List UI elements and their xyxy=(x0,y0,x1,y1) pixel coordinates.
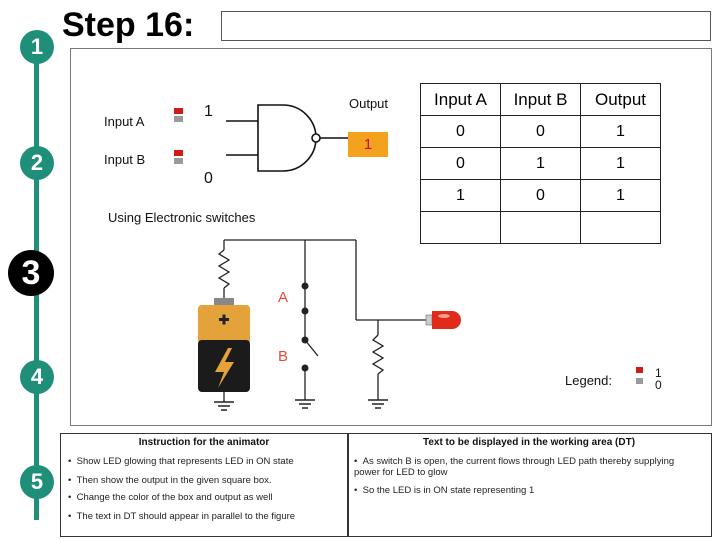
circuit-wires xyxy=(217,239,428,402)
ground-icons xyxy=(214,399,388,411)
step-1-number: 1 xyxy=(30,34,44,59)
truth-table-cell: 1 xyxy=(580,179,661,212)
instructions-table xyxy=(60,433,712,537)
step-2-number: 2 xyxy=(30,150,44,175)
led-icon xyxy=(425,311,461,329)
dt-text-item: • So the LED is in ON state representing… xyxy=(354,485,535,496)
truth-table-cell-empty[interactable] xyxy=(420,211,501,244)
truth-table-header: Output xyxy=(580,83,661,116)
step-4-marker[interactable]: 4 xyxy=(20,360,54,394)
truth-table-row: 0 1 1 xyxy=(420,147,661,180)
instructions-divider xyxy=(347,433,349,537)
truth-table-cell: 1 xyxy=(500,147,581,180)
legend-label: Legend: xyxy=(565,373,612,388)
dt-text-item: • As switch B is open, the current flows… xyxy=(354,456,675,478)
animator-instruction-item: • The text in DT should appear in parall… xyxy=(68,511,296,522)
output-label: Output xyxy=(349,96,389,111)
step-2-marker[interactable]: 2 xyxy=(20,146,54,180)
input-b-switch-icon[interactable] xyxy=(174,150,183,165)
input-b-value: 0 xyxy=(204,170,213,187)
truth-table-cell-empty[interactable] xyxy=(580,211,661,244)
truth-table-row: 0 0 1 xyxy=(420,115,661,148)
step-3-marker-active[interactable]: 3 xyxy=(8,250,54,296)
title-input-box[interactable] xyxy=(221,11,711,41)
legend-off-value: 0 xyxy=(655,378,662,392)
animator-instruction-text: Change the color of the box and output a… xyxy=(76,492,273,503)
animator-instruction-item: • Change the color of the box and output… xyxy=(68,492,273,503)
truth-table-cell: 1 xyxy=(580,115,661,148)
top-resistor-icon xyxy=(217,249,231,289)
dt-text: As switch B is open, the current flows t… xyxy=(354,456,675,478)
switch-contacts xyxy=(301,282,309,372)
legend-switch-icon xyxy=(636,367,643,384)
truth-table-cell-empty[interactable] xyxy=(500,211,581,244)
truth-table: Input A Input B Output 0 0 1 0 1 1 1 0 1 xyxy=(420,83,661,244)
step-5-number: 5 xyxy=(30,469,44,494)
truth-table-cell: 0 xyxy=(420,147,501,180)
truth-table-cell: 1 xyxy=(580,147,661,180)
animator-instruction-text: The text in DT should appear in parallel… xyxy=(76,511,296,522)
legend-on-value: 1 xyxy=(655,366,662,380)
switch-b-label: B xyxy=(278,348,289,365)
animator-instructions-header: Instruction for the animator xyxy=(138,437,270,448)
step-3-number: 3 xyxy=(21,253,41,292)
animator-instruction-text: Then show the output in the given square… xyxy=(76,475,272,486)
animator-instruction-text: Show LED glowing that represents LED in … xyxy=(76,456,294,467)
animator-instruction-item: • Show LED glowing that represents LED i… xyxy=(68,456,294,467)
step-5-marker[interactable]: 5 xyxy=(20,465,54,499)
input-a-value: 1 xyxy=(204,103,213,120)
bottom-resistor-icon xyxy=(371,334,385,375)
battery-icon xyxy=(198,298,250,392)
dt-text-header: Text to be displayed in the working area… xyxy=(422,437,636,448)
truth-table-header: Input B xyxy=(500,83,581,116)
page-title: Step 16: xyxy=(62,6,195,44)
step-4-number: 4 xyxy=(30,364,44,389)
switch-a-label: A xyxy=(278,289,289,306)
truth-table-row: 1 0 1 xyxy=(420,179,661,212)
output-value: 1 xyxy=(363,136,373,153)
truth-table-header-row: Input A Input B Output xyxy=(420,83,661,116)
truth-table-row-empty xyxy=(420,211,661,244)
truth-table-cell: 1 xyxy=(420,179,501,212)
animator-instruction-item: • Then show the output in the given squa… xyxy=(68,475,272,486)
truth-table-cell: 0 xyxy=(420,115,501,148)
circuit-caption: Using Electronic switches xyxy=(108,210,256,225)
truth-table-header: Input A xyxy=(420,83,501,116)
input-b-label: Input B xyxy=(104,152,146,167)
truth-table-cell: 0 xyxy=(500,179,581,212)
input-a-switch-icon[interactable] xyxy=(174,108,183,123)
output-box: 1 xyxy=(348,132,388,157)
dt-text: So the LED is in ON state representing 1 xyxy=(362,485,535,496)
step-1-marker[interactable]: 1 xyxy=(20,30,54,64)
truth-table-cell: 0 xyxy=(500,115,581,148)
nand-gate-icon xyxy=(226,104,348,172)
input-a-label: Input A xyxy=(104,114,145,129)
